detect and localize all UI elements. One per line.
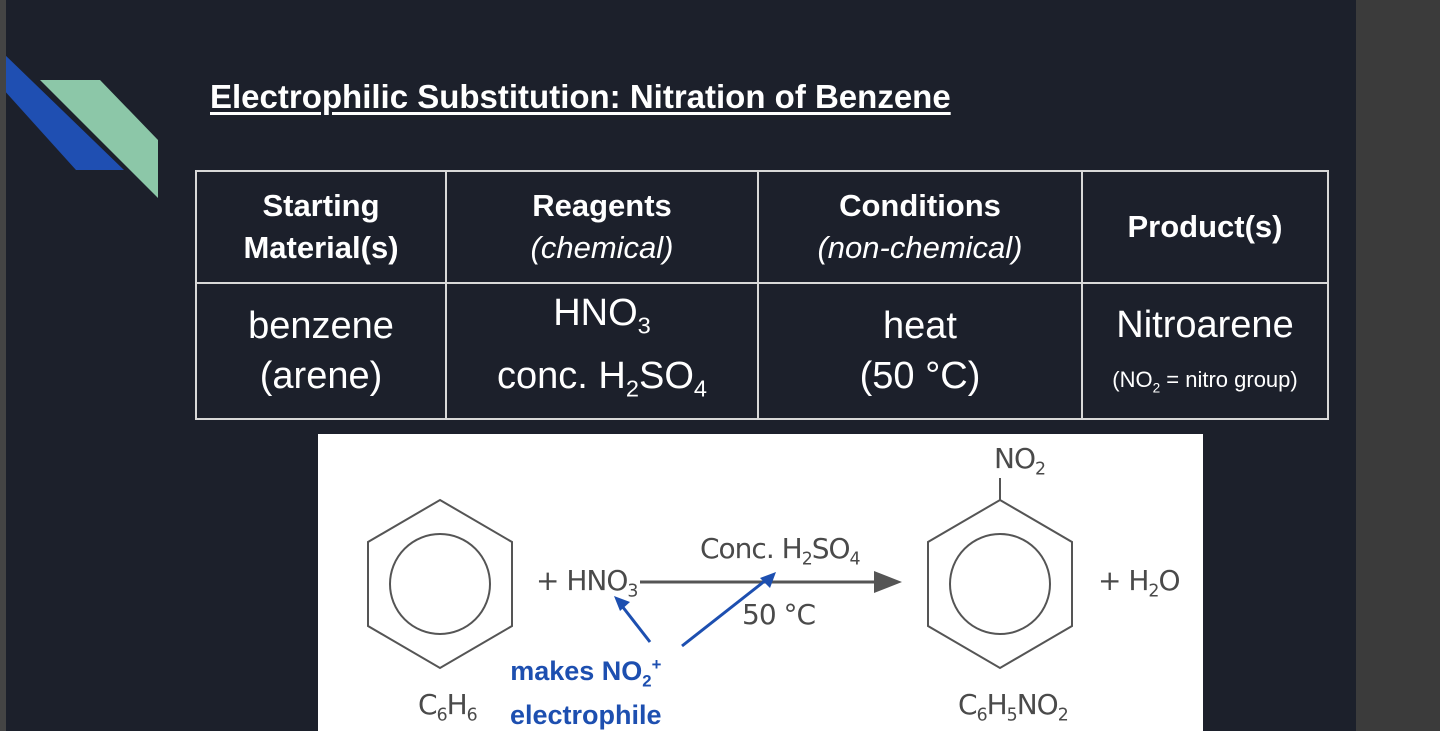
left-edge <box>0 0 6 731</box>
reagent-h2so4: H2SO4 <box>598 355 707 402</box>
right-panel <box>1356 0 1440 731</box>
table-header-row: Starting Material(s) Reagents (chemical)… <box>195 170 1329 284</box>
header-reagents: Reagents (chemical) <box>445 170 759 284</box>
product-formula: C6H5NO2 <box>958 688 1069 726</box>
product-note: (NO2 = nitro group) <box>1112 366 1298 396</box>
reactant-formula: C6H6 <box>418 688 478 726</box>
nitrobenzene-ring-icon <box>927 478 1073 670</box>
electrophile-note: makes NO2+ electrophile <box>510 655 662 731</box>
summary-table: Starting Material(s) Reagents (chemical)… <box>195 170 1329 420</box>
cell-products: Nitroarene (NO2 = nitro group) <box>1081 282 1329 420</box>
cell-reagents: HNO3 conc. H2SO4 <box>445 282 759 420</box>
cell-starting-material: benzene (arene) <box>195 282 447 420</box>
decoration-green-stripe <box>40 80 158 198</box>
header-products: Product(s) <box>1081 170 1329 284</box>
reagent-hno3: HNO3 <box>553 292 651 339</box>
table-row: benzene (arene) HNO3 conc. H2SO4 heat (5… <box>195 282 1329 420</box>
slide: Electrophilic Substitution: Nitration of… <box>6 0 1356 731</box>
reaction-drawing <box>367 478 1073 670</box>
catalyst-label: Conc. H2SO4 <box>700 532 861 570</box>
header-starting-material: Starting Material(s) <box>195 170 447 284</box>
cell-conditions: heat (50 °C) <box>757 282 1083 420</box>
corner-decoration <box>6 55 158 198</box>
slide-title: Electrophilic Substitution: Nitration of… <box>210 78 951 115</box>
byproduct-water: + H2O <box>1098 564 1181 602</box>
decoration-blue-stripe <box>6 55 124 170</box>
header-conditions: Conditions (non-chemical) <box>757 170 1083 284</box>
benzene-ring-icon <box>367 498 513 670</box>
reaction-diagram: + HNO3 Conc. H2SO4 50 °C NO2 + H2O C6H6 … <box>318 434 1203 731</box>
reactant-plus-hno3: + HNO3 <box>536 564 638 602</box>
nitro-substituent-label: NO2 <box>994 442 1046 480</box>
temperature-label: 50 °C <box>742 598 816 631</box>
pointer-arrows-icon <box>614 572 776 648</box>
